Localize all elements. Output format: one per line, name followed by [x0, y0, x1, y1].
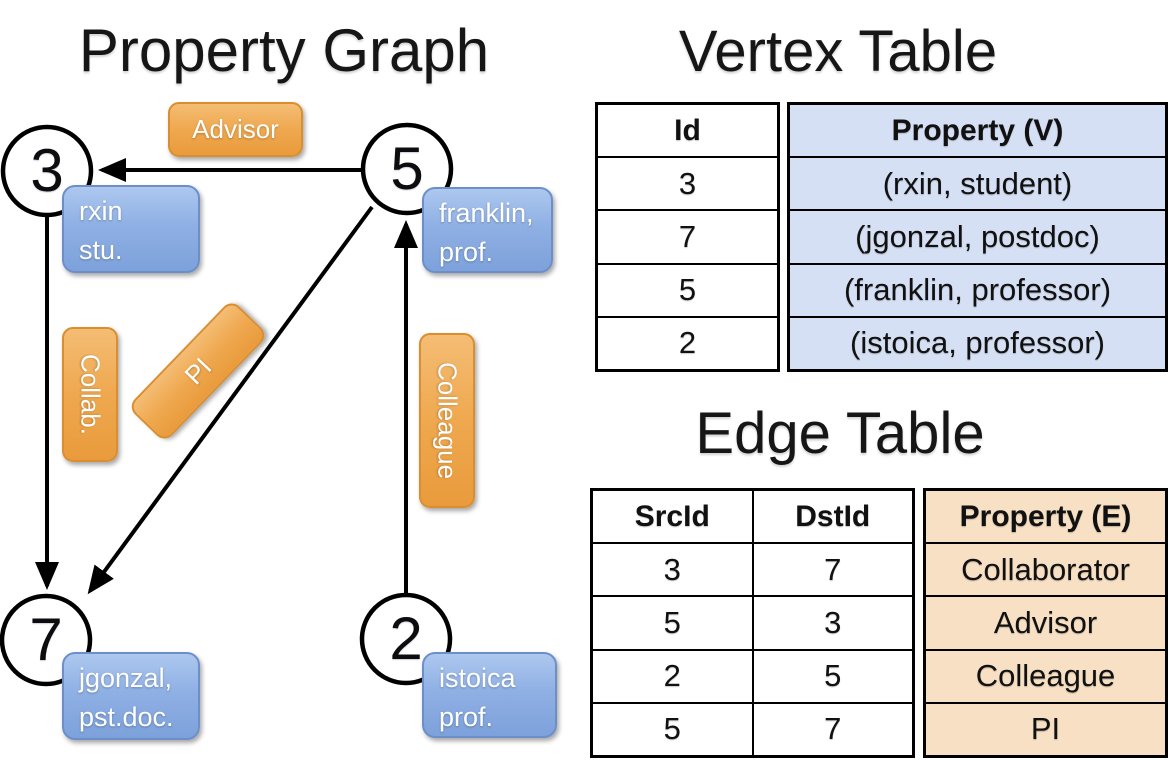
vertex-table-id-cell: 3 [598, 156, 777, 209]
node-property-line2: prof. [439, 237, 494, 267]
node-property-line1: istoica [439, 663, 516, 693]
node-property-box-3: rxin stu. [62, 185, 200, 273]
edge-table-srcid-cell: 5 [593, 595, 752, 648]
edge-table-property-cell: Advisor [926, 595, 1165, 649]
edge-label-collab: Collab. [62, 327, 118, 462]
node-property-line2: prof. [439, 702, 494, 732]
edge-table-srcid-cell: 2 [593, 648, 752, 702]
edge-label-advisor: Advisor [168, 102, 303, 157]
node-property-box-2: istoica prof. [422, 652, 557, 738]
edge-table-dstid-cell: 7 [753, 542, 912, 595]
edge-table-title: Edge Table [695, 401, 985, 466]
edge-label-colleague: Colleague [419, 333, 475, 508]
edge-label-collab-text: Collab. [75, 354, 106, 435]
vertex-table-id-column: Id 3 7 5 2 [595, 102, 780, 372]
edge-label-advisor-text: Advisor [192, 114, 279, 144]
edge-table-dstid-cell: 7 [753, 701, 912, 755]
edge-table-dstid-column: DstId 7 3 5 7 [751, 491, 912, 755]
edge-table-header-srcid: SrcId [634, 499, 710, 533]
vertex-table-property-cell: (rxin, student) [790, 156, 1165, 210]
edge-table-header-dstid: DstId [795, 499, 871, 533]
edge-table-id-columns: SrcId 3 5 2 5 DstId 7 3 5 7 [590, 488, 915, 758]
edge-label-colleague-text: Colleague [432, 361, 463, 480]
node-property-line1: rxin [79, 196, 123, 226]
vertex-table-property-column: Property (V) (rxin, student) (jgonzal, p… [787, 102, 1168, 372]
node-id-3: 3 [30, 137, 64, 204]
property-graph-title: Property Graph [78, 17, 490, 84]
node-id-2: 2 [389, 605, 423, 672]
vertex-table-header-property: Property (V) [790, 105, 1165, 157]
edge-table-srcid-cell: 3 [593, 542, 752, 595]
node-property-line1: franklin, [439, 198, 534, 228]
node-id-7: 7 [29, 606, 63, 673]
edge-label-pi-text: PI [178, 351, 217, 390]
vertex-table-header-id: Id [674, 113, 701, 147]
vertex-table-id-cell: 2 [598, 315, 777, 369]
node-property-box-7: jgonzal, pst.doc. [62, 652, 200, 740]
vertex-table-id-cell: 7 [598, 209, 777, 262]
node-property-line2: stu. [79, 235, 123, 265]
edge-line-5-to-7 [87, 205, 374, 595]
node-property-box-5: franklin, prof. [422, 187, 553, 273]
vertex-table-id-cell: 5 [598, 262, 777, 316]
edge-table-srcid-cell: 5 [593, 701, 752, 755]
edge-table-srcid-column: SrcId 3 5 2 5 [593, 491, 752, 755]
vertex-table-property-cell: (jgonzal, postdoc) [790, 209, 1165, 263]
edge-table-property-cell: Colleague [926, 648, 1165, 702]
node-property-line1: jgonzal, [79, 663, 173, 693]
node-id-5: 5 [390, 135, 424, 202]
node-property-line2: pst.doc. [79, 702, 174, 732]
vertex-table-property-cell: (franklin, professor) [790, 262, 1165, 316]
edge-table-header-property: Property (E) [926, 491, 1165, 543]
vertex-table-property-cell: (istoica, professor) [790, 315, 1165, 370]
edge-table-property-column: Property (E) Collaborator Advisor Collea… [923, 488, 1168, 758]
edge-table-dstid-cell: 3 [753, 595, 912, 648]
edge-table-property-cell: PI [926, 701, 1165, 756]
edge-table-property-cell: Collaborator [926, 542, 1165, 596]
edge-table-dstid-cell: 5 [753, 648, 912, 702]
vertex-table-title: Vertex Table [678, 19, 998, 84]
